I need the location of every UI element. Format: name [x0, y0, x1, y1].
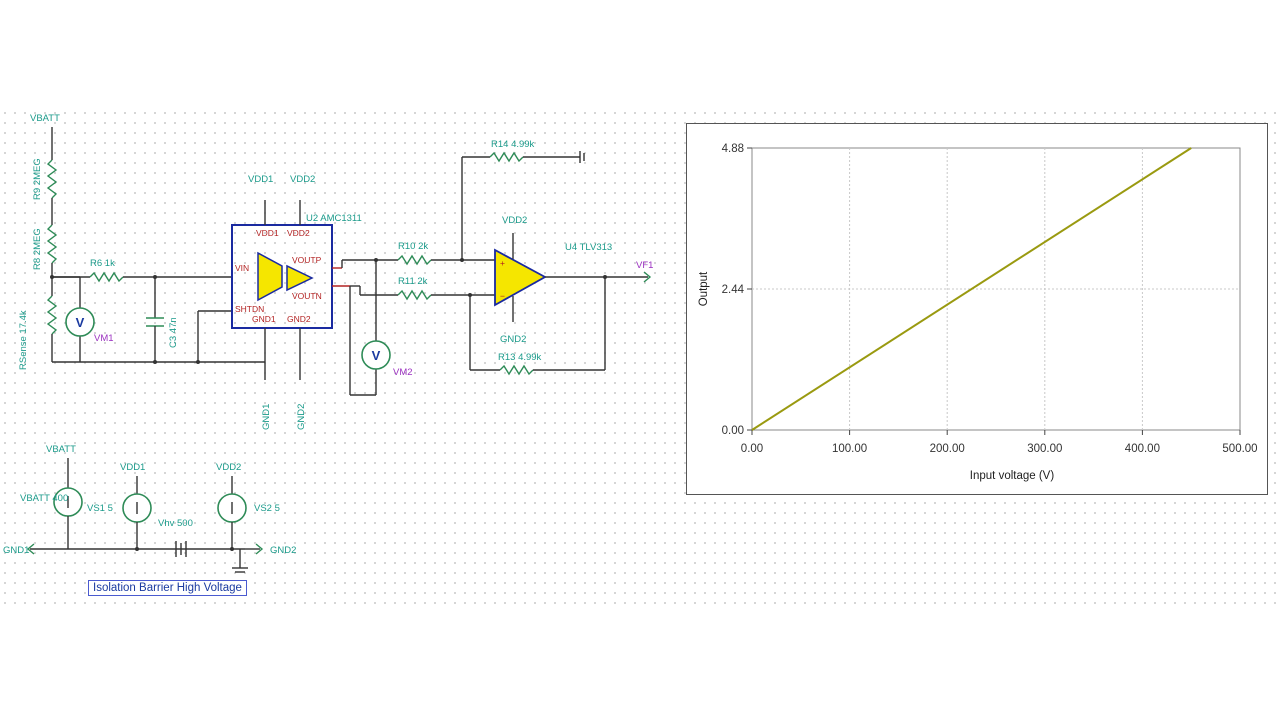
x-tick-label: 200.00 — [930, 443, 965, 455]
r10-label: R10 2k — [398, 241, 428, 252]
pin-gnd1: GND1 — [252, 314, 276, 324]
pin-vin: VIN — [235, 263, 249, 273]
net-vdd2: VDD2 — [290, 174, 315, 185]
x-tick-label: 500.00 — [1222, 443, 1257, 455]
net-gnd1-left: GND1 — [3, 545, 29, 556]
net-vdd2-opamp: VDD2 — [502, 215, 527, 226]
x-tick-label: 300.00 — [1027, 443, 1062, 455]
net-vbatt-source: VBATT — [46, 444, 76, 455]
r9-label: R9 2MEG — [32, 158, 43, 200]
chart-svg: 0.00 100.00 200.00 300.00 400.00 500.00 0.00 2… — [698, 143, 1258, 482]
output-chart: 0.00 100.00 200.00 300.00 400.00 500.00 0.00 2… — [686, 123, 1268, 495]
net-gnd2-opamp: GND2 — [500, 334, 526, 345]
opamp-minus-pin: − — [500, 291, 505, 301]
y-tick-label: 4.88 — [722, 143, 744, 155]
isolation-amplifier-u2: VDD1 VDD2 VIN SHTDN GND1 GND2 VOUTP VOUT… — [231, 200, 362, 380]
pin-vdd1: VDD1 — [256, 228, 279, 238]
x-axis-label: Input voltage (V) — [970, 470, 1055, 482]
u4-label: U4 TLV313 — [565, 242, 612, 253]
pin-gnd2: GND2 — [287, 314, 311, 324]
vs1-label: VS1 5 — [87, 503, 113, 514]
r8-label: R8 2MEG — [32, 228, 43, 270]
pin-vdd2: VDD2 — [287, 228, 310, 238]
opamp-u4: + − U4 TLV313 — [494, 233, 612, 322]
x-axis-ticks: 0.00 100.00 200.00 300.00 400.00 500.00 — [741, 430, 1258, 455]
net-gnd2-vertical: GND2 — [296, 404, 307, 430]
voltmeter-vm2: V — [361, 260, 391, 395]
x-tick-label: 100.00 — [832, 443, 867, 455]
y-tick-label: 2.44 — [722, 284, 745, 296]
net-vf1: VF1 — [636, 260, 653, 271]
net-vdd1-source: VDD1 — [120, 462, 145, 473]
voltmeter-vm1: V — [52, 276, 95, 362]
r14-label: R14 4.99k — [491, 139, 535, 150]
y-axis-label: Output — [698, 271, 710, 306]
chart-grid — [752, 148, 1240, 430]
series-line — [751, 147, 1192, 431]
net-gnd2-right: GND2 — [270, 545, 296, 556]
r13-label: R13 4.99k — [498, 352, 542, 363]
circuit-schematic: V VDD1 VDD2 VIN SHTDN GND1 GND2 VOUTP VO… — [3, 113, 653, 573]
rsense-label: RSense 17.4k — [18, 310, 29, 370]
vm1-label: VM1 — [94, 333, 114, 344]
x-tick-label: 400.00 — [1125, 443, 1160, 455]
chart-series — [751, 147, 1192, 431]
resistor-r6 — [52, 271, 232, 283]
isolation-barrier-label: Isolation Barrier High Voltage — [88, 580, 247, 596]
c3-label: C3 47n — [168, 317, 179, 348]
pin-voutp: VOUTP — [292, 255, 322, 265]
capacitor-c3 — [146, 277, 164, 364]
net-vdd1: VDD1 — [248, 174, 273, 185]
vhv-label: Vhv 500 — [158, 518, 193, 529]
u2-label: U2 AMC1311 — [306, 213, 362, 224]
net-vdd2-source: VDD2 — [216, 462, 241, 473]
y-axis-ticks: 0.00 2.44 4.88 — [722, 143, 752, 437]
net-vbatt-top: VBATT — [30, 113, 60, 124]
net-gnd1-vertical: GND1 — [261, 404, 272, 430]
vs2-label: VS2 5 — [254, 503, 280, 514]
pin-shtdn: SHTDN — [235, 304, 264, 314]
vm2-symbol: V — [372, 348, 381, 363]
opamp-plus-pin: + — [500, 258, 505, 268]
r6-label: R6 1k — [90, 258, 115, 269]
x-tick-label: 0.00 — [741, 443, 763, 455]
vm1-symbol: V — [76, 315, 85, 330]
y-tick-label: 0.00 — [722, 425, 744, 437]
pin-voutn: VOUTN — [292, 291, 322, 301]
supply-sources — [26, 458, 264, 573]
r11-label: R11 2k — [398, 276, 428, 287]
vbatt-source-label: VBATT 400 — [20, 493, 68, 504]
vm2-label: VM2 — [393, 367, 413, 378]
